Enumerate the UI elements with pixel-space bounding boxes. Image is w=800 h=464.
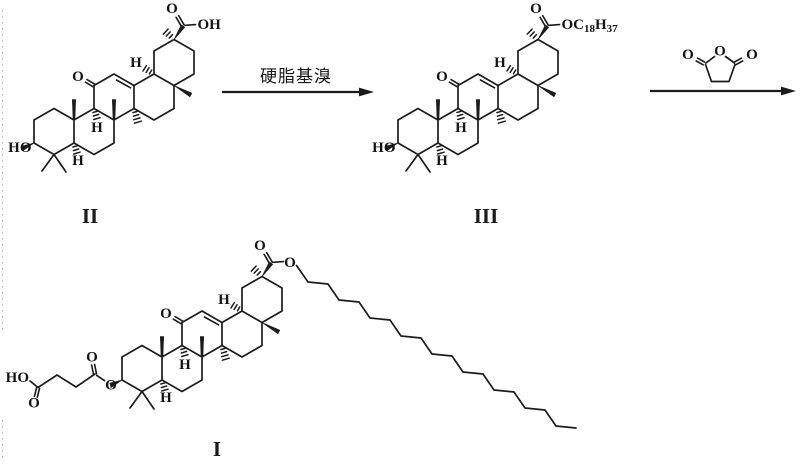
c3-hydroxyl-label: HO	[8, 140, 31, 156]
succinate-group: HO O O	[6, 350, 106, 412]
chain-ester-oxygen-label: O	[284, 255, 296, 271]
ester-c-subscript: 18	[584, 23, 596, 35]
succinate-double-bonds	[33, 363, 98, 399]
carboxyl-oxygen-label: O	[530, 1, 542, 17]
succinate-ester-oxygen-label: O	[86, 350, 98, 366]
compound-II-structure: O O OH HO H H H II	[8, 1, 221, 228]
h-stereo-label: H	[218, 292, 230, 308]
pentacyclic-skeleton	[20, 14, 197, 173]
h-stereo-label: H	[91, 120, 103, 136]
succinate-acid-ho-label: HO	[6, 370, 29, 386]
ketone-oxygen-label: O	[160, 306, 172, 322]
h-stereo-label: H	[179, 357, 191, 373]
arrowhead-2	[781, 86, 796, 96]
ester-h-subscript: 37	[607, 23, 619, 35]
carboxyl-oxygen-label: O	[166, 1, 178, 17]
compound-I-label: I	[213, 437, 221, 461]
pentacyclic-skeleton	[108, 251, 285, 410]
compound-III-structure: O O OC18H37 HO H H H III	[372, 1, 618, 228]
reaction-step-2: O O O	[650, 44, 796, 96]
compound-I-structure: O O O O H H H I	[105, 238, 296, 461]
reaction-step-1: 硬脂基溴	[222, 67, 374, 97]
anhydride-double-bonds	[695, 57, 744, 66]
h-stereo-label: H	[494, 55, 506, 71]
anhydride-left-oxygen-label: O	[682, 47, 694, 63]
h-stereo-label: H	[455, 120, 467, 136]
stearyl-chain	[295, 264, 577, 429]
c3-hydroxyl-label: HO	[372, 140, 395, 156]
anhydride-ring-oxygen-label: O	[714, 44, 726, 60]
reagent-text: 硬脂基溴	[260, 67, 332, 86]
ketone-oxygen-label: O	[436, 69, 448, 85]
succinic-anhydride-structure: O O O	[682, 44, 758, 83]
stearyl-ester-label: OC18H37	[562, 17, 619, 35]
h-stereo-label: H	[72, 153, 84, 169]
succinate-acid-oxygen-label: O	[28, 396, 40, 412]
ketone-oxygen-label: O	[72, 69, 84, 85]
compound-III-label: III	[474, 204, 499, 228]
ring-ester-oxygen-label: O	[105, 378, 117, 394]
h-stereo-label: H	[130, 55, 142, 71]
anhydride-right-oxygen-label: O	[746, 47, 758, 63]
pentacyclic-skeleton	[384, 14, 561, 173]
h-stereo-label: H	[436, 153, 448, 169]
anhydride-ring-bonds	[704, 55, 736, 83]
carboxyl-oxygen-label: O	[254, 238, 266, 254]
carboxyl-hydroxyl-label: OH	[198, 17, 222, 33]
h-stereo-label: H	[160, 390, 172, 406]
succinate-bonds	[29, 373, 106, 389]
compound-II-label: II	[82, 204, 98, 228]
ester-oc: OC	[562, 17, 585, 33]
ester-h: H	[595, 17, 607, 33]
arrowhead-1	[359, 87, 374, 97]
